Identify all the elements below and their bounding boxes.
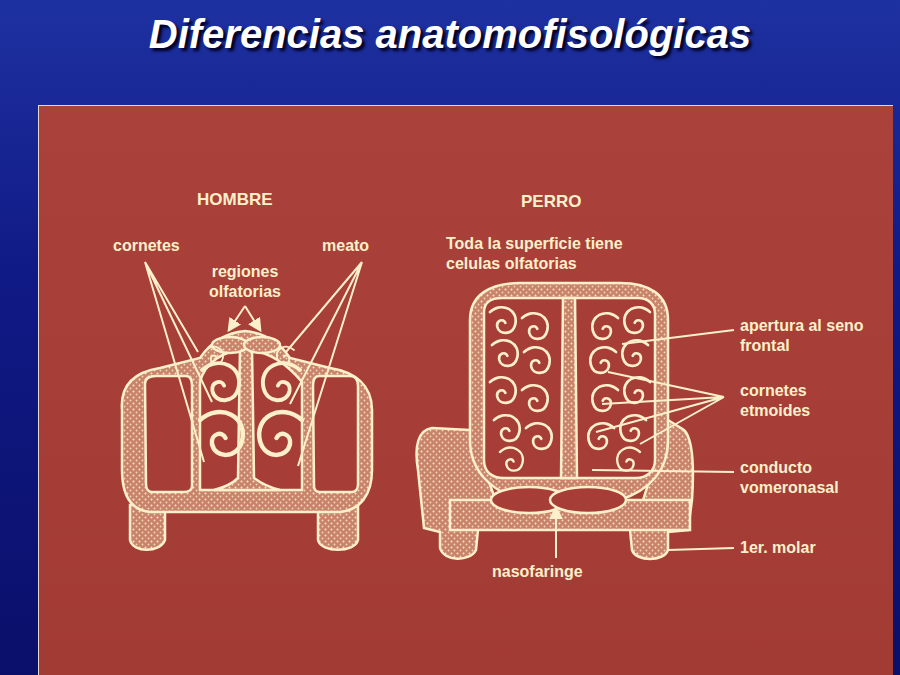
part-label: cornetes [113,236,180,256]
human-turbinates [200,347,302,455]
leader-lines [145,262,734,558]
slide-title: Diferencias anatomofisológicas [0,12,900,57]
part-label: HOMBRE [197,190,273,210]
part-label: conducto vomeronasal [740,458,858,498]
part-label: nasofaringe [492,562,583,582]
part-label: 1er. molar [740,538,816,558]
part-label: PERRO [521,192,581,212]
dog-skull-section [417,283,694,559]
part-label: Toda la superficie tiene celulas olfator… [446,234,668,274]
part-label: apertura al seno frontal [740,316,868,356]
part-label: cornetes etmoides [740,381,836,421]
dog-ethmoid-turbinates [490,307,650,470]
part-label: meato [322,236,369,256]
part-label: regiones olfatorias [200,262,290,302]
human-skull-section [122,331,372,550]
